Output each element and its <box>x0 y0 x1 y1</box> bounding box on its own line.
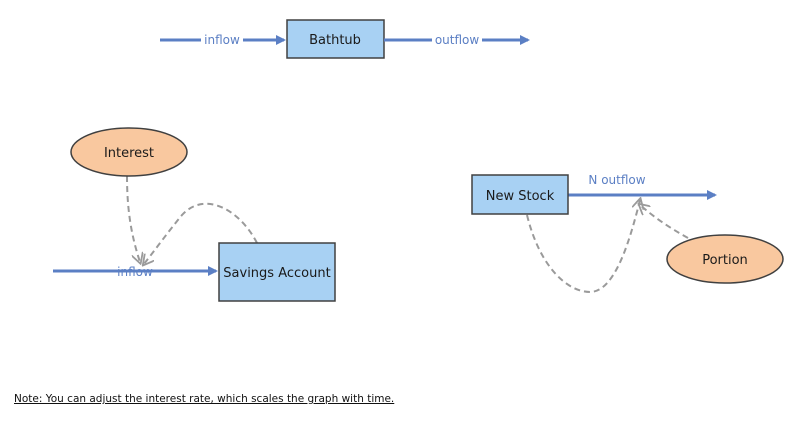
note-text: Note: You can adjust the interest rate, … <box>14 393 395 405</box>
bathtub-diagram: inflow Bathtub outflow <box>160 19 530 59</box>
new-stock-diagram: N outflow New Stock Portion <box>471 173 784 294</box>
bathtub-outflow-label[interactable]: outflow <box>435 33 480 47</box>
new-stock-label: New Stock <box>486 189 555 204</box>
bathtub-stock-label: Bathtub <box>309 33 361 48</box>
new-stock-feedback-link <box>526 200 640 294</box>
portion-link <box>640 205 689 239</box>
savings-account-stock[interactable] <box>218 242 336 302</box>
portion-converter[interactable] <box>666 234 784 284</box>
interest-converter[interactable] <box>70 127 188 177</box>
savings-account-label: Savings Account <box>223 266 330 281</box>
savings-diagram: inflow Savings Account Interest <box>53 127 336 302</box>
new-stock-outflow-label[interactable]: N outflow <box>588 173 645 187</box>
portion-converter-label: Portion <box>702 253 748 268</box>
new-stock-stock[interactable] <box>471 174 569 215</box>
interest-link <box>126 175 140 262</box>
savings-feedback-link <box>144 202 258 264</box>
savings-inflow-label[interactable]: inflow <box>117 265 153 279</box>
bathtub-inflow-label[interactable]: inflow <box>204 33 240 47</box>
interest-converter-label: Interest <box>104 146 154 161</box>
